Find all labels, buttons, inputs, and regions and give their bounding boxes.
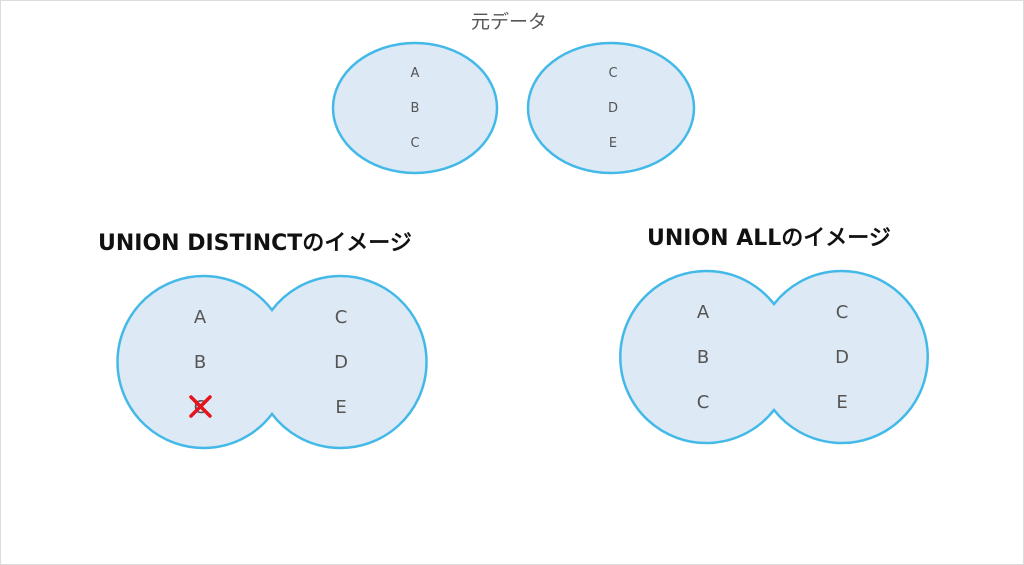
union-all-right-item: E [836, 392, 847, 413]
union-distinct-left-item: B [194, 352, 206, 373]
union-distinct-merged-outline [116, 274, 428, 450]
union-all-title: UNION ALLのイメージ [647, 226, 891, 251]
union-all-right-item: C [836, 302, 849, 323]
union-distinct-title: UNION DISTINCTのイメージ [98, 231, 412, 256]
union-distinct-right-item: E [335, 397, 346, 418]
union-distinct-right-item: D [334, 352, 348, 373]
source-right-ellipse [526, 41, 696, 175]
source-left-item: C [410, 136, 419, 151]
source-left-item: B [411, 101, 420, 116]
union-all-right-item: D [835, 347, 849, 368]
source-left-set: A B C [331, 41, 499, 175]
source-right-item: E [609, 136, 617, 151]
union-all-left-item: B [697, 347, 709, 368]
source-title: 元データ [471, 11, 547, 33]
union-distinct-left-item: A [194, 307, 207, 328]
source-left-ellipse [331, 41, 499, 175]
union-distinct-shape: A B C C D E [116, 274, 428, 450]
source-left-item: A [411, 66, 420, 81]
union-distinct-right-item: C [335, 307, 348, 328]
source-right-set: C D E [526, 41, 696, 175]
source-right-item: C [608, 66, 617, 81]
union-all-shape: A B C C D E [619, 269, 929, 445]
source-right-item: D [608, 101, 618, 116]
union-all-merged-outline [619, 269, 929, 445]
cross-mark-icon [189, 395, 212, 418]
union-all-left-item: C [697, 392, 710, 413]
union-all-left-item: A [697, 302, 710, 323]
